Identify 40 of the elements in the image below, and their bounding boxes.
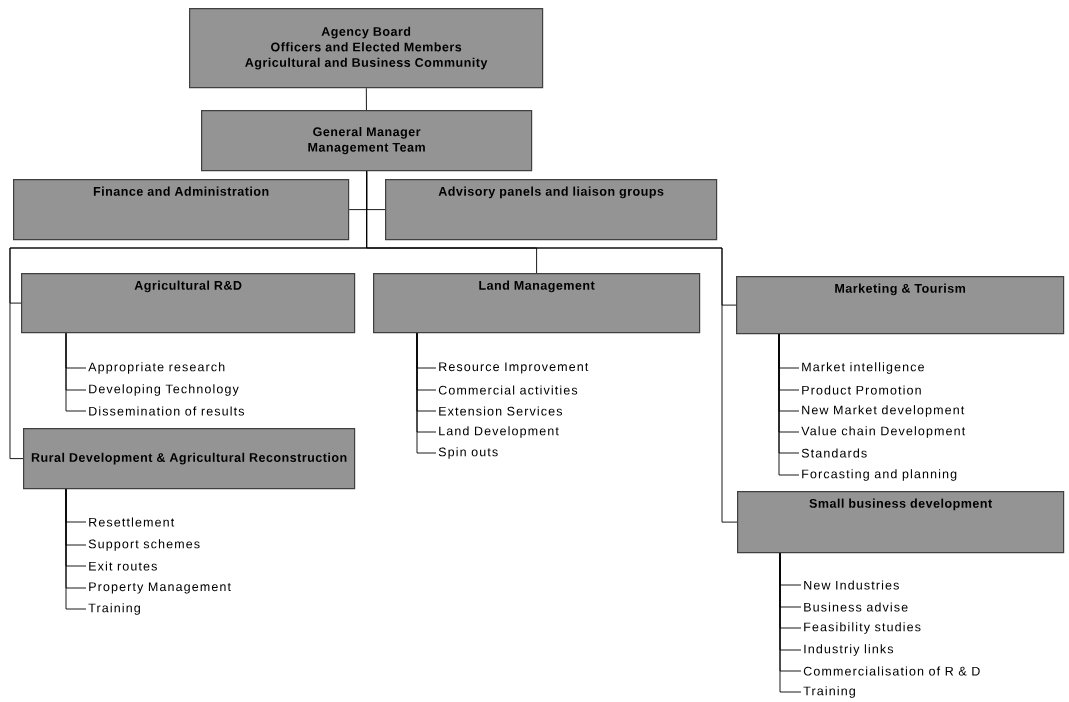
connector-line — [778, 333, 800, 476]
list-item: Product Promotion — [802, 385, 921, 395]
list-item: Business advise — [804, 602, 908, 612]
list-item: Forcasting and planning — [802, 469, 957, 481]
connector-line — [416, 332, 437, 454]
list-item: New Market development — [802, 405, 965, 417]
list-item: Commercial activities — [438, 385, 578, 395]
list-item: Value chain Development — [801, 426, 966, 438]
connector-line — [365, 87, 367, 111]
list-item: Developing Technology — [89, 384, 239, 396]
list-item: Feasibility studies — [804, 622, 921, 634]
org-box: Agricultural R&D — [21, 273, 356, 334]
list-item: Market intelligence — [802, 362, 924, 374]
list-item: Training — [803, 686, 855, 698]
list-item: Industriy links — [804, 644, 894, 656]
list-item: Extension Services — [439, 406, 563, 416]
org-box: Marketing & Tourism — [736, 276, 1065, 335]
org-box: Land Management — [373, 273, 701, 334]
connector-line — [366, 170, 738, 523]
org-box: Finance and Administration — [13, 179, 350, 241]
list-item: Resource Improvement — [439, 362, 589, 374]
org-box: Rural Development & Agricultural Reconstruction — [23, 428, 356, 490]
org-box: Advisory panels and liaison groups — [385, 179, 718, 241]
connector-line — [65, 488, 87, 610]
list-item: Commercialisation of R & D — [803, 666, 980, 676]
list-item: Training — [88, 603, 140, 615]
list-item: Appropriate research — [88, 362, 225, 374]
list-item: Spin outs — [438, 447, 498, 459]
list-item: Resettlement — [89, 517, 175, 527]
connector-line — [65, 332, 87, 412]
org-box: Small business development — [737, 491, 1065, 554]
list-item: Exit routes — [89, 561, 157, 571]
list-item: New Industries — [804, 580, 899, 590]
org-box: General Manager Management Team — [201, 110, 533, 172]
list-item: Support schemes — [88, 539, 200, 551]
list-item: Standards — [801, 448, 867, 458]
list-item: Land Development — [439, 426, 559, 438]
list-item: Property Management — [89, 582, 231, 594]
list-item: Dissemination of results — [89, 406, 245, 416]
org-box: Agency Board Officers and Elected Members Agricultural and Business Community — [189, 8, 544, 89]
